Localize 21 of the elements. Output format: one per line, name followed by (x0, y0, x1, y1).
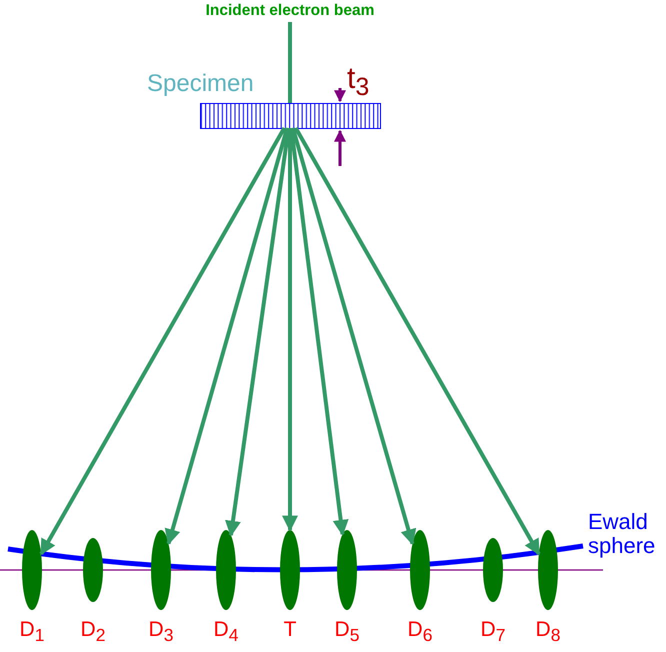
spot-label: D$_{4}$ (212, 618, 240, 646)
spot-label: D$_{2}$ (80, 618, 106, 646)
ewald-sphere-label: Ewald sphere (588, 510, 656, 558)
spot-label: D$_{6}$ (406, 618, 434, 646)
electron-beam-line (288, 22, 292, 103)
diffracted-beam-arrow (282, 128, 298, 532)
beam-label: Incident electron beam (190, 0, 390, 22)
spot-label: D$_{8}$ (534, 618, 562, 646)
diffracted-beam-arrow (39, 127, 286, 556)
diffracted-beam-arrow (225, 128, 291, 537)
spot-label: T (282, 618, 298, 642)
diffracted-beam-arrow (290, 127, 416, 546)
spot-label: D$_{1}$ (18, 618, 46, 646)
thickness-label: t$_{3}$ (347, 62, 370, 103)
diffracted-beam-arrow (294, 127, 541, 556)
spot-label: D$_{3}$ (148, 618, 174, 646)
spot-label: D$_{5}$ (334, 618, 360, 646)
spot-label: D$_{7}$ (480, 618, 506, 646)
diffracted-beam-arrow (289, 128, 349, 536)
diffracted-beam-arrow (164, 127, 290, 546)
specimen-label: Specimen (147, 70, 254, 98)
